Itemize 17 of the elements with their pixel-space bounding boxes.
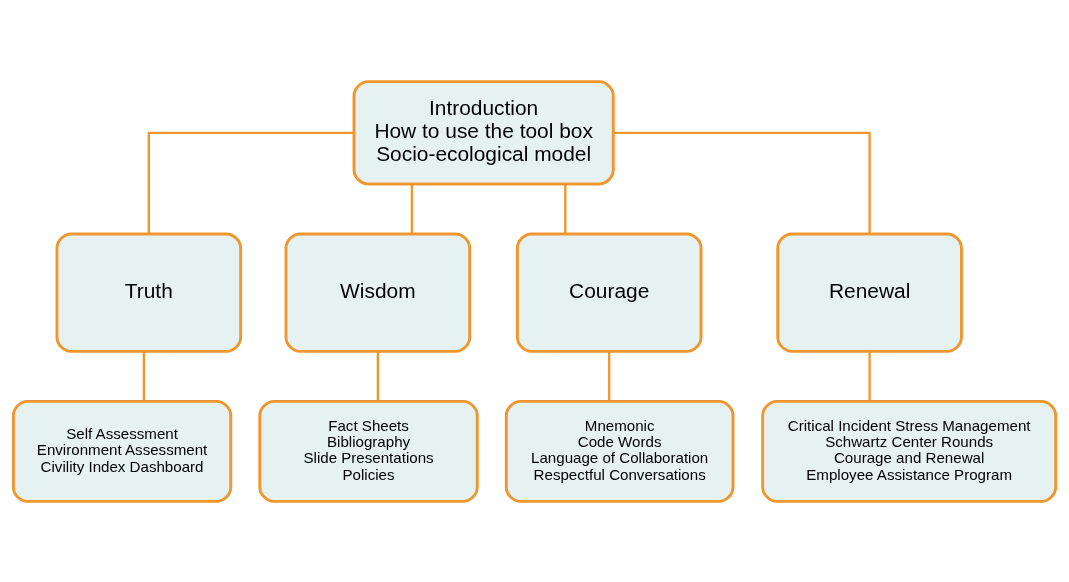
- connector: [147, 131, 354, 234]
- node-box: Mnemonic Code Words Language of Collaboration Respectful Conversations: [504, 399, 735, 503]
- node-box: Courage: [515, 232, 703, 353]
- connector: [608, 351, 611, 401]
- node-box: Critical Incident Stress Management Schwartz Center Rounds Courage and Renewal Employee Assistance Program: [761, 399, 1058, 503]
- connector: [868, 351, 871, 401]
- node-box: Truth: [55, 232, 243, 353]
- connector: [564, 183, 567, 233]
- connector: [613, 131, 871, 234]
- node-box: Wisdom: [284, 232, 472, 353]
- node-box: Renewal: [776, 232, 963, 353]
- node-box: Introduction How to use the tool box Socio-ecological model: [352, 79, 615, 185]
- connector: [410, 183, 413, 233]
- connector: [376, 351, 379, 401]
- node-box: Self Assessment Environment Assessment Civility Index Dashboard: [11, 399, 233, 503]
- node-box: Fact Sheets Bibliography Slide Presentations Policies: [258, 399, 479, 503]
- connector: [142, 351, 146, 401]
